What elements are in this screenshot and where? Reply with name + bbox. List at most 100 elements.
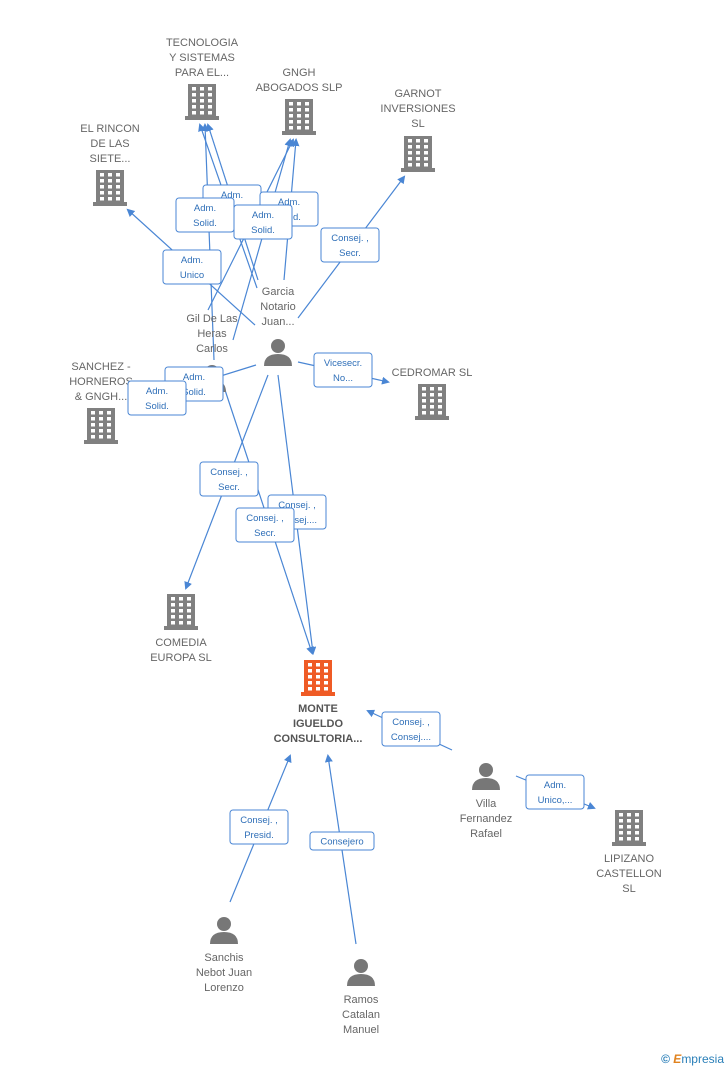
node-label-line: Catalan bbox=[342, 1009, 380, 1021]
company-node-sanchez_h[interactable]: SANCHEZ -HORNEROS& GNGH... bbox=[69, 361, 133, 444]
edge-label-text: Consej. , bbox=[278, 500, 316, 511]
node-label-line: COMEDIA bbox=[155, 637, 207, 649]
edge-label-text: Vicesecr. bbox=[324, 358, 362, 369]
building-icon bbox=[84, 408, 118, 444]
node-label-line: SL bbox=[622, 883, 635, 895]
edge-label-e6[interactable]: Consej. , Secr. bbox=[320, 227, 380, 263]
building-icon bbox=[612, 810, 646, 846]
node-label-line: Sanchis bbox=[204, 952, 244, 964]
node-label-line: Notario bbox=[260, 301, 295, 313]
edge-label-e16[interactable]: Consejero bbox=[309, 831, 375, 851]
node-label-line: PARA EL... bbox=[175, 67, 229, 79]
company-node-monte[interactable]: MONTE IGUELDO CONSULTORIA... bbox=[274, 660, 363, 745]
edge-label-text: Adm. bbox=[146, 386, 168, 397]
node-label-line: Garcia bbox=[262, 286, 295, 298]
edge-label-e15[interactable]: Consej. , Presid. bbox=[229, 809, 289, 845]
edge-label-e10[interactable]: Consej. , Secr. bbox=[199, 461, 259, 497]
edge-label-text: Adm. bbox=[181, 255, 203, 266]
edge-label-text: Secr. bbox=[218, 482, 240, 493]
node-label-line: Ramos bbox=[344, 994, 379, 1006]
edge-label-text: Adm. bbox=[252, 210, 274, 221]
building-icon bbox=[164, 594, 198, 630]
edge-label-text: Secr. bbox=[254, 528, 276, 539]
edge-label-e5[interactable]: Adm.Unico bbox=[162, 249, 222, 285]
edge-label-text: Consej. , bbox=[210, 467, 248, 478]
nodes: TECNOLOGIA Y SISTEMAS PARA EL... GNGHABOGAD… bbox=[69, 37, 662, 1036]
node-label-line: Fernandez bbox=[460, 813, 513, 825]
edge-label-text: No... bbox=[333, 373, 353, 384]
node-label-line: Nebot Juan bbox=[196, 967, 252, 979]
person-icon bbox=[210, 917, 238, 944]
node-label-line: Heras bbox=[197, 328, 227, 340]
person-icon bbox=[264, 339, 292, 366]
node-label-line: CONSULTORIA... bbox=[274, 733, 363, 745]
edge-label-text: Consej. , bbox=[331, 233, 369, 244]
node-label-line: Rafael bbox=[470, 828, 502, 840]
brand-watermark: © Empresia bbox=[661, 1052, 724, 1066]
company-node-tecnologia[interactable]: TECNOLOGIA Y SISTEMAS PARA EL... bbox=[166, 37, 239, 120]
node-label-line: SANCHEZ - bbox=[71, 361, 131, 373]
node-label-line: CEDROMAR SL bbox=[392, 367, 473, 379]
edge-label-text: Adm. bbox=[544, 780, 566, 791]
company-node-lipizano[interactable]: LIPIZANO CASTELLON SL bbox=[596, 810, 662, 895]
node-label-line: MONTE bbox=[298, 703, 338, 715]
edge-label-text: Secr. bbox=[339, 248, 361, 259]
node-label-line: LIPIZANO bbox=[604, 853, 655, 865]
edge-label-e9[interactable]: Adm. Solid. bbox=[127, 380, 187, 416]
node-label-line: DE LAS bbox=[90, 138, 129, 150]
node-label-line: ABOGADOS SLP bbox=[256, 82, 343, 94]
edge-label-e7[interactable]: Vicesecr. No... bbox=[313, 352, 373, 388]
edge-label-e2[interactable]: Adm.Solid. bbox=[175, 197, 235, 233]
node-label-line: INVERSIONES bbox=[380, 103, 455, 115]
node-label-line: HORNEROS bbox=[69, 376, 133, 388]
person-node-garcia[interactable]: GarciaNotarioJuan... bbox=[260, 286, 296, 366]
edge-label-text: Consej.... bbox=[391, 732, 431, 743]
building-icon bbox=[282, 99, 316, 135]
node-label-line: SL bbox=[411, 118, 424, 130]
edge-label-text: Presid. bbox=[244, 830, 274, 841]
edge-label-text: Consej. , bbox=[240, 815, 278, 826]
building-icon bbox=[415, 384, 449, 420]
edge-label-text: Consej. , bbox=[246, 513, 284, 524]
edge-labels: Adm.Solid.Adm.Solid.Adm.Solid.Adm.Solid.… bbox=[127, 184, 585, 851]
edge-label-text: Consej. , bbox=[392, 717, 430, 728]
person-icon bbox=[347, 959, 375, 986]
node-label-line: CASTELLON bbox=[596, 868, 661, 880]
node-label-line: Carlos bbox=[196, 343, 228, 355]
edge-label-text: Adm. bbox=[221, 190, 243, 201]
edge-line bbox=[232, 138, 293, 341]
company-node-cedromar[interactable]: CEDROMAR SL bbox=[392, 367, 473, 420]
edge-label-text: Adm. bbox=[278, 197, 300, 208]
node-label-line: EL RINCON bbox=[80, 123, 140, 135]
node-label-line: Lorenzo bbox=[204, 982, 244, 994]
brand-name: mpresia bbox=[681, 1052, 724, 1066]
edge-label-text: Solid. bbox=[251, 225, 275, 236]
edge-label-e4[interactable]: Adm. Solid. bbox=[233, 204, 293, 240]
edge-label-e14[interactable]: Adm. Unico,... bbox=[525, 774, 585, 810]
person-icon bbox=[472, 763, 500, 790]
node-label-line: EUROPA SL bbox=[150, 652, 212, 664]
edge-label-text: Solid. bbox=[145, 401, 169, 412]
node-label-line: IGUELDO bbox=[293, 718, 344, 730]
node-label-line: Juan... bbox=[261, 316, 294, 328]
edge-label-text: Solid. bbox=[182, 387, 206, 398]
edge-label-text: Adm. bbox=[183, 372, 205, 383]
edge-label-text: Unico,... bbox=[538, 795, 573, 806]
edge-label-text: Consej.... bbox=[277, 515, 317, 526]
edge-label-e13[interactable]: Consej. , Consej.... bbox=[381, 711, 441, 747]
company-node-comedia[interactable]: COMEDIA EUROPA SL bbox=[150, 594, 212, 664]
building-icon bbox=[93, 170, 127, 206]
edge-label-text: Adm. bbox=[194, 203, 216, 214]
node-label-line: TECNOLOGIA bbox=[166, 37, 239, 49]
node-label-line: Gil De Las bbox=[186, 313, 238, 325]
edge-label-e12[interactable]: Consej. , Secr. bbox=[235, 507, 295, 543]
edge-line bbox=[201, 123, 215, 361]
node-label-line: Y SISTEMAS bbox=[169, 52, 235, 64]
